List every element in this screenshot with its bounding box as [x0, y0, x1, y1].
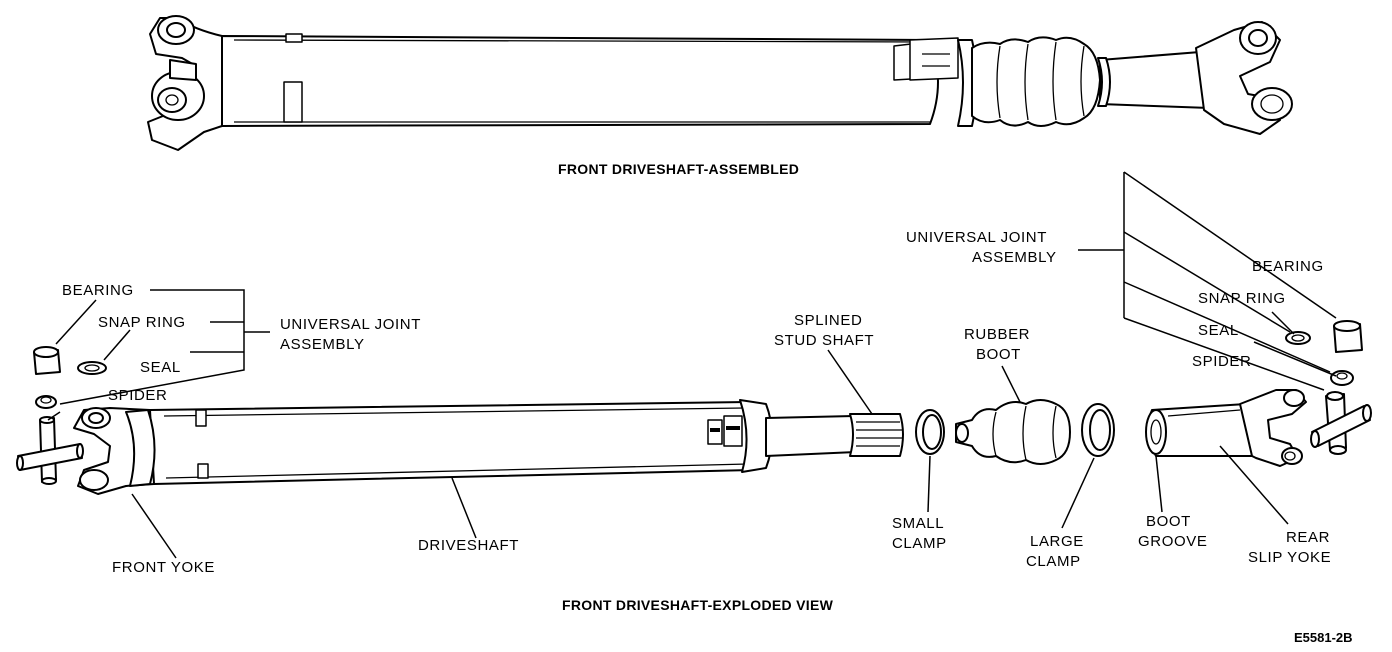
- label-splined-line1: SPLINED: [794, 312, 862, 329]
- label-boot-groove-line2: GROOVE: [1138, 533, 1207, 550]
- assembled-rubber-boot: [971, 36, 1101, 127]
- label-rubber-boot-line1: RUBBER: [964, 326, 1030, 343]
- caption-assembled: FRONT DRIVESHAFT-ASSEMBLED: [558, 161, 799, 177]
- label-left-ujoint-line2: ASSEMBLY: [280, 336, 365, 353]
- left-seal: [35, 395, 57, 409]
- exploded-front-yoke: [73, 407, 156, 495]
- label-boot-groove-line1: BOOT: [1146, 513, 1191, 530]
- balance-weight: [893, 37, 959, 81]
- right-snap-ring: [1285, 331, 1311, 345]
- rubber-boot-part: [955, 399, 1071, 465]
- right-labels: UNIVERSAL JOINT ASSEMBLY BEARING SNAP RI…: [906, 229, 1324, 370]
- left-labels: BEARING SNAP RING SEAL SPIDER UNIVERSAL …: [62, 282, 519, 576]
- caption-exploded: FRONT DRIVESHAFT-EXPLODED VIEW: [562, 597, 834, 613]
- label-left-snap-ring: SNAP RING: [98, 314, 186, 331]
- exploded-driveshaft-tube: [143, 399, 773, 485]
- label-right-bearing: BEARING: [1252, 258, 1324, 275]
- label-right-ujoint-line1: UNIVERSAL JOINT: [906, 229, 1047, 246]
- label-large-clamp-line2: CLAMP: [1026, 553, 1081, 570]
- label-large-clamp-line1: LARGE: [1030, 533, 1084, 550]
- middle-labels: SPLINED STUD SHAFT SMALL CLAMP RUBBER BO…: [774, 312, 1331, 570]
- right-bearing-cup: [1333, 320, 1363, 353]
- right-spider: [1310, 391, 1372, 455]
- assembled-front-yoke: [147, 15, 223, 151]
- large-clamp-part: [1081, 403, 1115, 457]
- splined-stud-shaft: [765, 413, 904, 457]
- label-small-clamp-line2: CLAMP: [892, 535, 947, 552]
- label-left-seal: SEAL: [140, 359, 181, 376]
- label-left-ujoint-line1: UNIVERSAL JOINT: [280, 316, 421, 333]
- label-front-yoke: FRONT YOKE: [112, 559, 215, 576]
- label-right-ujoint-line2: ASSEMBLY: [972, 249, 1057, 266]
- label-rear-slip-yoke-line2: SLIP YOKE: [1248, 549, 1331, 566]
- label-driveshaft: DRIVESHAFT: [418, 537, 519, 554]
- label-left-bearing: BEARING: [62, 282, 134, 299]
- small-clamp-part: [915, 409, 945, 455]
- label-rear-slip-yoke-line1: REAR: [1286, 529, 1330, 546]
- label-small-clamp-line1: SMALL: [892, 515, 944, 532]
- leader-lines: [47, 171, 1337, 559]
- label-right-snap-ring: SNAP RING: [1198, 290, 1286, 307]
- figure-code: E5581-2B: [1294, 630, 1353, 645]
- left-bearing-cup: [33, 346, 61, 375]
- right-seal: [1330, 370, 1354, 386]
- label-right-seal: SEAL: [1198, 322, 1239, 339]
- label-splined-line2: STUD SHAFT: [774, 332, 874, 349]
- rear-slip-yoke-part: [1145, 389, 1307, 467]
- assembled-rear-yoke: [1195, 21, 1293, 135]
- left-spider: [16, 416, 84, 485]
- left-snap-ring: [77, 361, 107, 375]
- label-rubber-boot-line2: BOOT: [976, 346, 1021, 363]
- assembled-driveshaft: [147, 15, 1293, 151]
- label-left-spider: SPIDER: [108, 387, 167, 404]
- label-right-spider: SPIDER: [1192, 353, 1251, 370]
